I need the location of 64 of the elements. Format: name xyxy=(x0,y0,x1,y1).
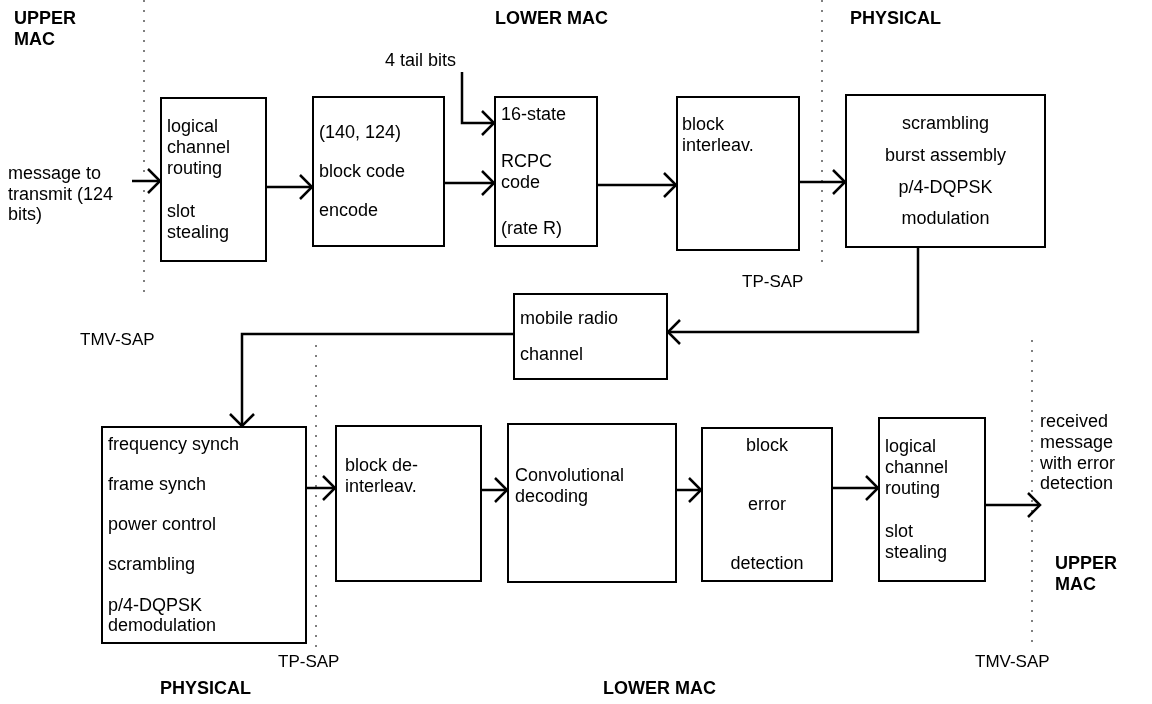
box-text: block code xyxy=(319,161,406,182)
arrow xyxy=(445,169,496,197)
box-text: message to transmit (124 bits) xyxy=(8,162,115,226)
layer-label: UPPER MAC xyxy=(14,8,74,50)
box-text: detection xyxy=(730,553,804,574)
arrow xyxy=(228,332,513,428)
layer-label: LOWER MAC xyxy=(603,678,716,699)
process-box xyxy=(507,423,677,583)
sap-label: TMV-SAP xyxy=(80,330,155,350)
process-box xyxy=(701,427,833,582)
process-box xyxy=(513,293,668,380)
layer-label: PHYSICAL xyxy=(850,8,941,29)
box-text: 16-state xyxy=(501,104,567,125)
box-text: frequency synch xyxy=(108,434,240,455)
arrow xyxy=(598,171,678,199)
sap-label: TP-SAP xyxy=(278,652,340,672)
process-box xyxy=(878,417,986,582)
box-text: p/4-DQPSK xyxy=(898,176,993,198)
box-text: modulation xyxy=(901,208,990,229)
layer-label: PHYSICAL xyxy=(160,678,251,699)
layer-label: LOWER MAC xyxy=(495,8,608,29)
process-box xyxy=(845,94,1046,248)
arrow xyxy=(677,476,703,504)
arrow xyxy=(267,173,314,201)
process-box xyxy=(312,96,445,247)
box-text: scrambling xyxy=(108,554,196,576)
box-text: burst assembly xyxy=(884,144,1006,166)
box-text: Convolutional decoding xyxy=(515,465,626,507)
box-text: logical channel routing xyxy=(167,116,232,179)
box-text: (140, 124) xyxy=(319,122,402,143)
sap-label: TP-SAP xyxy=(742,272,804,292)
box-text: 4 tail bits xyxy=(385,49,457,71)
box-text: error xyxy=(748,494,786,515)
box-text: frame synch xyxy=(108,474,207,495)
box-text: block xyxy=(746,435,788,456)
arrow xyxy=(986,491,1042,519)
sap-label: TMV-SAP xyxy=(975,652,1050,672)
process-box xyxy=(494,96,598,247)
arrow xyxy=(833,474,880,502)
arrow xyxy=(800,168,847,196)
process-box xyxy=(160,97,267,262)
box-text: received message with error detection xyxy=(1040,411,1116,494)
layer-label: UPPER MAC xyxy=(1055,553,1115,595)
arrow xyxy=(307,474,337,502)
process-box xyxy=(676,96,800,251)
box-text: logical channel routing xyxy=(885,436,950,499)
arrow xyxy=(482,476,509,504)
process-box xyxy=(335,425,482,582)
box-text: (rate R) xyxy=(501,218,562,239)
box-text: encode xyxy=(319,200,379,221)
arrow xyxy=(460,72,496,137)
box-text: RCPC code xyxy=(501,150,553,193)
box-text: slot stealing xyxy=(885,521,949,563)
box-text: mobile radio xyxy=(520,308,619,330)
arrow xyxy=(666,248,920,346)
arrow xyxy=(132,167,162,195)
box-text: channel xyxy=(520,343,584,365)
box-text: p/4-DQPSK demodulation xyxy=(108,594,218,636)
box-text: block de-interleav. xyxy=(345,455,420,497)
box-text: slot stealing xyxy=(167,201,231,243)
process-box xyxy=(101,426,307,644)
box-text: block interleav. xyxy=(682,114,755,156)
box-text: power control xyxy=(108,514,217,535)
box-text: scrambling xyxy=(902,113,989,134)
